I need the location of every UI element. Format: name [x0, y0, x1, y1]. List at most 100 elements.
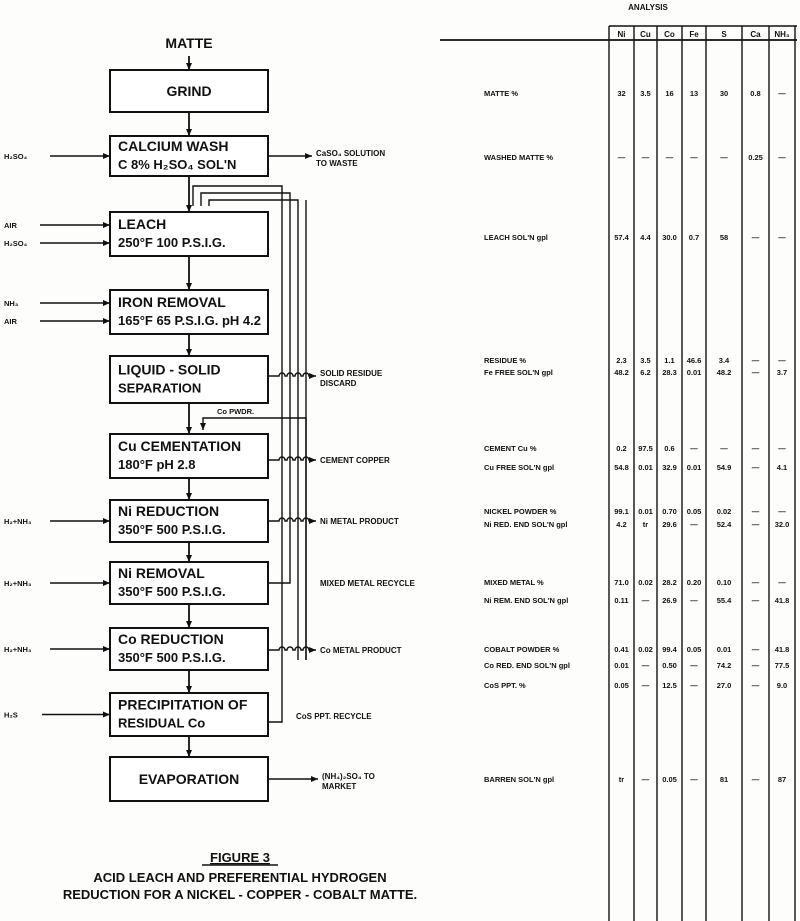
table-cell: —	[690, 681, 698, 690]
analysis-title: ANALYSIS	[628, 3, 668, 12]
table-cell: 26.9	[662, 596, 677, 605]
table-cell: —	[778, 153, 786, 162]
box-label-ni-reduction: Ni REDUCTION	[118, 503, 219, 519]
process-box-calcium-wash	[109, 135, 269, 177]
process-box-co-reduction	[109, 627, 269, 671]
table-cell: —	[752, 775, 760, 784]
table-cell: 0.6	[664, 444, 674, 453]
table-cell: 0.11	[614, 596, 628, 605]
box-label-iron-removal: IRON REMOVAL	[118, 294, 226, 310]
table-cell: 16	[665, 89, 673, 98]
table-cell: 71.0	[614, 578, 629, 587]
input-label: H₂S	[4, 711, 18, 720]
table-cell: 41.8	[775, 645, 790, 654]
box-sublabel-iron-removal: 165°F 65 P.S.I.G. pH 4.2	[118, 313, 261, 328]
table-row-label: WASHED MATTE %	[484, 153, 553, 162]
table-cell: —	[778, 356, 786, 365]
process-box-precipitation	[109, 692, 269, 737]
table-cell: 46.6	[687, 356, 702, 365]
box-label-cu-cementation: Cu CEMENTATION	[118, 438, 241, 454]
output-label: (NH₄)₂SO₄ TO	[322, 772, 375, 781]
table-cell: 4.2	[616, 520, 626, 529]
table-row-label: COBALT POWDER %	[484, 645, 560, 654]
table-cell: —	[720, 444, 728, 453]
table-cell: 0.2	[616, 444, 626, 453]
table-row-label: MIXED METAL %	[484, 578, 544, 587]
table-cell: 77.5	[775, 661, 790, 670]
table-cell: 28.3	[662, 368, 677, 377]
table-cell: 0.01	[614, 661, 629, 670]
table-cell: —	[752, 596, 760, 605]
process-box-cu-cementation	[109, 433, 269, 479]
table-cell: 0.50	[662, 661, 677, 670]
output-arrow	[268, 517, 316, 524]
table-cell: 9.0	[777, 681, 787, 690]
table-cell: 0.7	[689, 233, 699, 242]
table-column-header: NH₃	[774, 30, 790, 39]
table-cell: 0.25	[748, 153, 763, 162]
input-label: H₂SO₄	[4, 152, 28, 161]
box-label-calcium-wash: CALCIUM WASH	[118, 138, 228, 154]
input-label: H₂SO₄	[4, 239, 28, 248]
table-cell: —	[752, 578, 760, 587]
table-cell: 32.0	[775, 520, 790, 529]
table-cell: 32.9	[662, 463, 677, 472]
table-cell: 0.01	[638, 463, 653, 472]
table-cell: 97.5	[638, 444, 653, 453]
table-cell: —	[642, 681, 650, 690]
table-cell: 28.2	[662, 578, 677, 587]
table-cell: 3.5	[640, 356, 650, 365]
mixed-metal-recycle-line	[200, 192, 291, 584]
input-label: H₂+NH₃	[4, 579, 32, 588]
table-cell: —	[618, 153, 626, 162]
box-label-leach: LEACH	[118, 216, 166, 232]
table-cell: —	[752, 520, 760, 529]
input-label: AIR	[4, 221, 18, 230]
process-box-evaporation	[109, 756, 269, 802]
table-cell: 0.01	[717, 645, 732, 654]
table-cell: 12.5	[662, 681, 677, 690]
table-cell: —	[752, 645, 760, 654]
table-cell: 41.8	[775, 596, 790, 605]
recycle-line	[208, 199, 299, 660]
table-cell: 0.05	[614, 681, 629, 690]
table-column-header: Ca	[750, 30, 761, 39]
table-cell: —	[666, 153, 674, 162]
table-cell: 30	[720, 89, 728, 98]
table-row-label: MATTE %	[484, 89, 518, 98]
process-box-iron-removal	[109, 289, 269, 335]
table-row-label: BARREN SOL'N gpl	[484, 775, 554, 784]
table-cell: —	[778, 89, 786, 98]
process-box-ni-removal	[109, 561, 269, 605]
table-column-header: S	[721, 30, 727, 39]
table-cell: 48.2	[614, 368, 629, 377]
flow-lines	[40, 56, 318, 866]
table-column-header: Fe	[689, 30, 699, 39]
table-cell: —	[778, 578, 786, 587]
table-row-label: NICKEL POWDER %	[484, 507, 557, 516]
box-label-ni-removal: Ni REMOVAL	[118, 565, 205, 581]
table-cell: 0.02	[638, 578, 653, 587]
input-label: H₂+NH₃	[4, 645, 32, 654]
input-label: NH₃	[4, 299, 19, 308]
co-powder-label: Co PWDR.	[217, 407, 254, 416]
table-cell: —	[752, 681, 760, 690]
table-cell: 0.41	[614, 645, 629, 654]
table-cell: —	[690, 596, 698, 605]
figure-caption-line: ACID LEACH AND PREFERENTIAL HYDROGEN	[93, 870, 386, 885]
box-sublabel-liquid-solid-separation: SEPARATION	[118, 381, 201, 396]
table-cell: 55.4	[717, 596, 732, 605]
table-cell: —	[690, 520, 698, 529]
table-cell: 0.01	[687, 368, 702, 377]
box-sublabel-precipitation: RESIDUAL Co	[118, 716, 205, 731]
table-row-label: Ni RED. END SOL'N gpl	[484, 520, 567, 529]
box-sublabel-ni-reduction: 350°F 500 P.S.I.G.	[118, 522, 226, 537]
box-label-co-reduction: Co REDUCTION	[118, 631, 224, 647]
box-label-precipitation: PRECIPITATION OF	[118, 697, 248, 713]
output-arrow	[268, 372, 316, 379]
figure-caption-line: REDUCTION FOR A NICKEL - COPPER - COBALT…	[63, 887, 417, 902]
figure-label: FIGURE 3	[210, 850, 270, 865]
